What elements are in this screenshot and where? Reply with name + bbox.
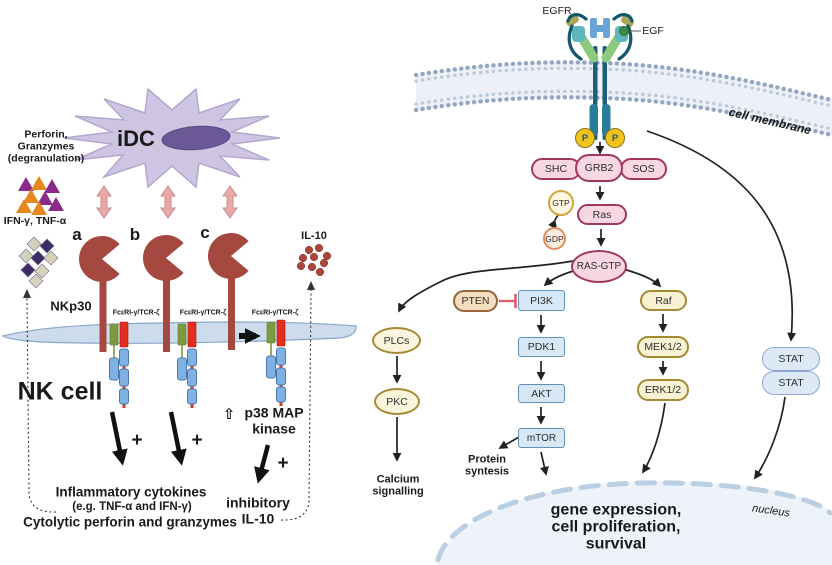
fceri-tcr-adapters	[109, 319, 286, 408]
branch-b-label: b	[129, 225, 141, 244]
p38-map-kinase-label: p38 MAP kinase	[244, 404, 304, 436]
egfr-label: EGFR	[542, 5, 572, 17]
il10-secreted-label: IL-10	[301, 230, 327, 242]
plus-sign-b: +	[191, 430, 203, 451]
fceri-label-a: FcεRI-γ/TCR-ζ	[112, 309, 160, 317]
nkp30-label: NKp30	[50, 298, 92, 314]
cytolytic-label: Cytolytic perforin and granzymes	[23, 514, 237, 530]
pten-inhibition-line	[499, 294, 517, 308]
phosphate-p-left: P	[575, 128, 595, 148]
node-grb2: GRB2	[575, 154, 623, 182]
node-stat-1: STAT	[762, 347, 820, 371]
node-gdp: GDP	[543, 227, 566, 250]
cytokine-diamonds	[18, 236, 59, 289]
plus-sign-c: +	[277, 453, 289, 474]
inflammatory-cytokines-label: Inflammatory cytokines	[55, 484, 207, 500]
node-plcs: PLCs	[372, 327, 421, 354]
ifn-tnf-label: IFN-γ, TNF-α	[3, 215, 67, 227]
dashed-arrowhead-right	[307, 281, 315, 290]
branch-a-label: a	[72, 225, 82, 244]
node-ras: Ras	[577, 204, 627, 225]
protein-synthesis-label: Protein syntesis	[464, 453, 510, 478]
upregulation-arrow-icon: ⇧	[222, 405, 236, 423]
idc-label: iDC	[117, 126, 155, 151]
idc-nucleus	[161, 125, 231, 151]
nk-signal-arrows	[109, 411, 271, 484]
perforin-granzyme-triangles	[16, 176, 64, 215]
fceri-label-c: FcεRI-γ/TCR-ζ	[251, 309, 299, 317]
il10-dots	[296, 243, 332, 277]
fceri-label-b: FcεRI-γ/TCR-ζ	[179, 309, 227, 317]
idc-nk-crosstalk-arrows	[96, 185, 238, 219]
node-raf: Raf	[640, 290, 687, 311]
itam-connectors	[122, 365, 283, 408]
node-gtp: GTP	[548, 190, 574, 216]
inhibitory-il10-label: inhibitory IL-10	[226, 494, 290, 526]
node-pi3k: PI3K	[518, 290, 565, 311]
egfr-receptor	[565, 13, 641, 140]
phosphate-p-right: P	[605, 128, 625, 148]
nk-cell-label: NK cell	[17, 377, 103, 406]
node-akt: AKT	[518, 384, 565, 403]
node-erk12: ERK1/2	[637, 379, 689, 401]
egf-label: EGF	[642, 25, 664, 37]
branch-c-label: c	[200, 223, 210, 242]
itam-domains	[109, 347, 286, 405]
nkp30-receptors	[78, 233, 249, 352]
egf-ligand-dot	[619, 26, 629, 36]
node-mek12: MEK1/2	[637, 336, 689, 358]
perforin-granzymes-label: Perforin, Granzymes (degranulation)	[7, 128, 85, 164]
node-shc: SHC	[531, 158, 581, 180]
node-mtor: mTOR	[518, 428, 565, 448]
calcium-signalling-label: Calcium signalling	[372, 473, 424, 498]
egfr-pathway-arrows	[392, 130, 797, 480]
node-pkc: PKC	[374, 388, 420, 415]
node-sos: SOS	[620, 158, 667, 180]
nucleus-region	[435, 480, 832, 565]
node-pdk1: PDK1	[518, 337, 565, 357]
inflammatory-cytokines-sub-label: (e.g. TNF-α and IFN-γ)	[72, 501, 192, 513]
node-pten: PTEN	[453, 290, 498, 312]
plus-sign-a: +	[131, 430, 143, 451]
idc-cell	[63, 87, 281, 189]
secretion-dashed-lines	[26, 288, 312, 521]
node-ras-gtp: RAS-GTP	[571, 250, 627, 283]
gene-expression-label: gene expression, cell proliferation, sur…	[550, 501, 682, 553]
dashed-arrowhead-left	[23, 289, 31, 298]
node-stat-2: STAT	[762, 371, 820, 395]
